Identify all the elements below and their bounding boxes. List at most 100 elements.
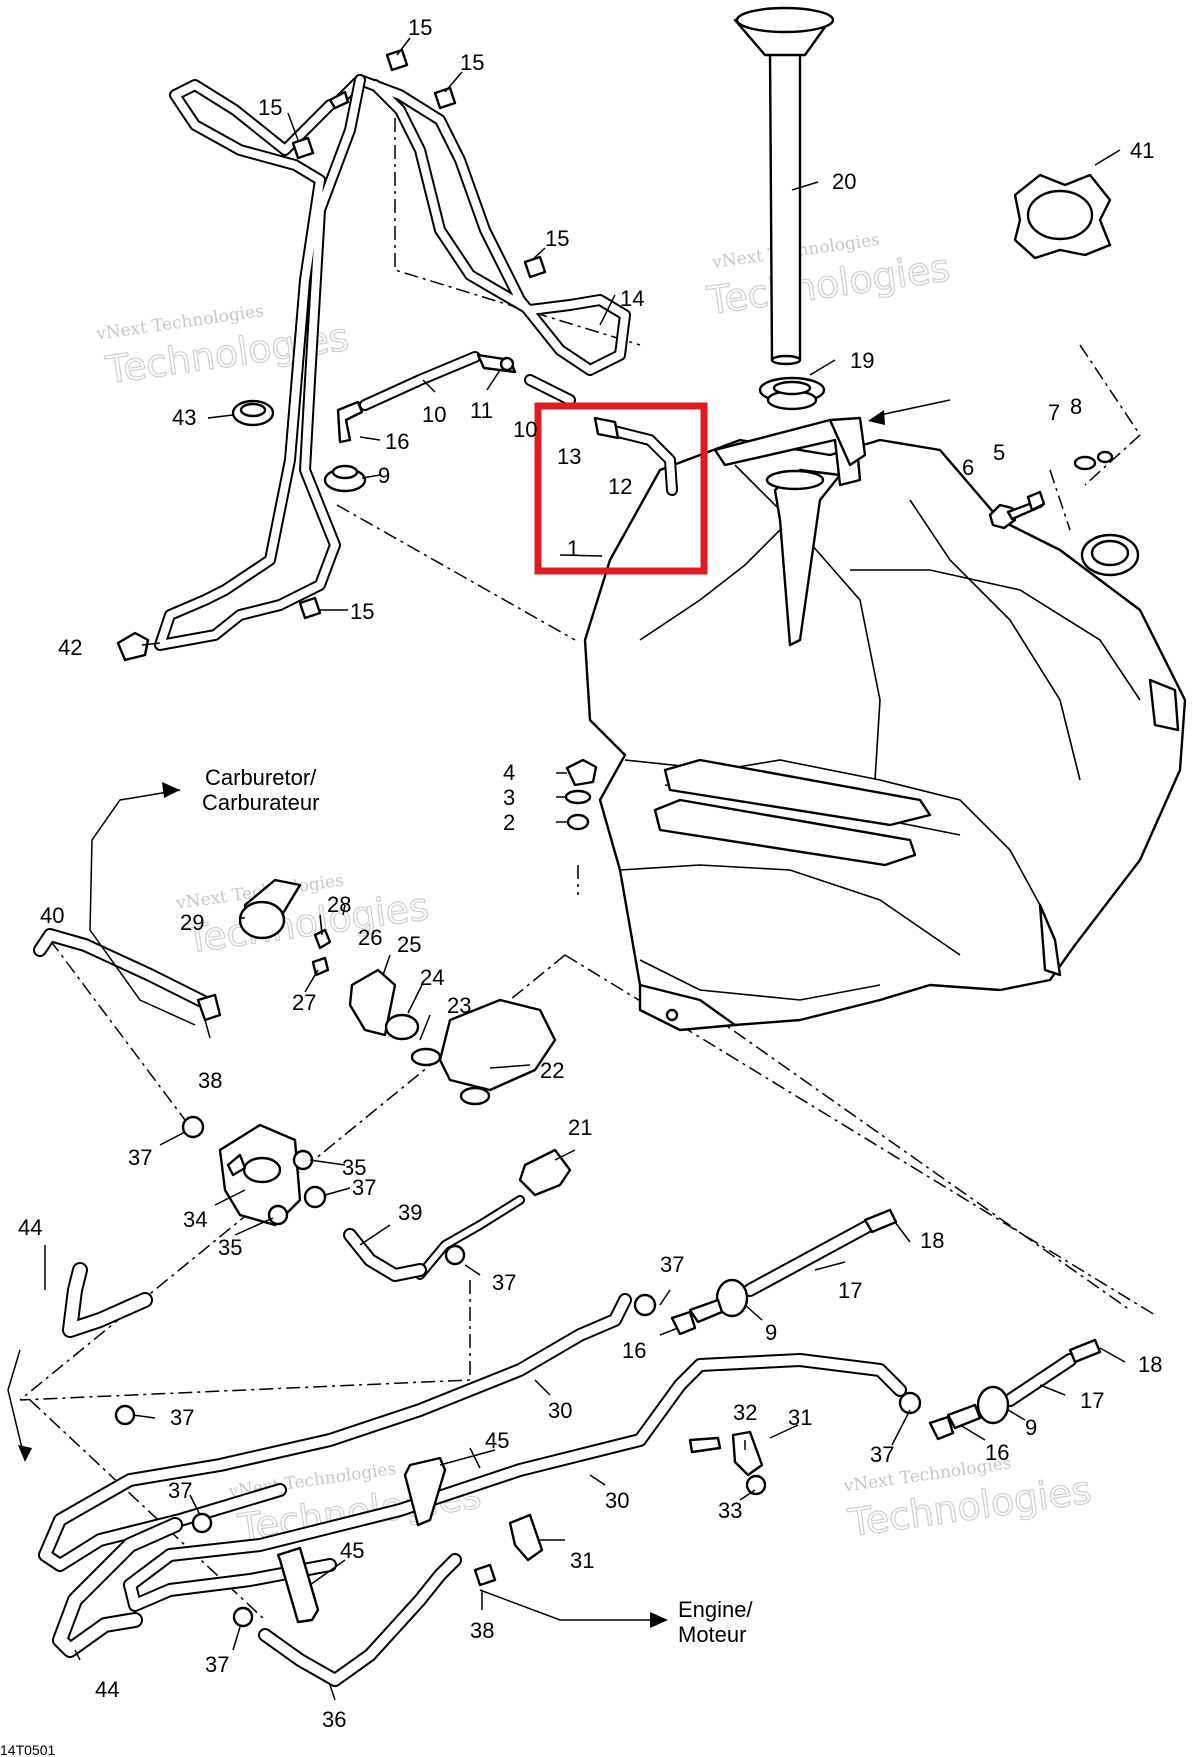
- callout-45: 45: [340, 1538, 364, 1563]
- callout-2: 2: [503, 810, 515, 835]
- primer-line[interactable]: [343, 1148, 572, 1282]
- callout-43: 43: [172, 405, 196, 430]
- callout-19: 19: [850, 348, 874, 373]
- callout-8: 8: [1070, 394, 1082, 419]
- callout-35: 35: [218, 1235, 242, 1260]
- callout-21: 21: [568, 1115, 592, 1140]
- callout-31: 31: [788, 1405, 812, 1430]
- callout-37: 37: [492, 1270, 516, 1295]
- callout-26: 26: [358, 925, 382, 950]
- callout-31: 31: [570, 1548, 594, 1573]
- callout-4: 4: [503, 760, 515, 785]
- callout-16: 16: [622, 1338, 646, 1363]
- callout-44: 44: [18, 1215, 42, 1240]
- callout-27: 27: [292, 990, 316, 1015]
- carburetor-label-line1: Carburetor/: [205, 765, 317, 790]
- return-hose[interactable]: [52, 1262, 183, 1658]
- callout-30: 30: [548, 1398, 572, 1423]
- vent-hose[interactable]: [154, 74, 631, 651]
- callout-35: 35: [342, 1155, 366, 1180]
- leader-lines: [44, 37, 1126, 1701]
- callout-37: 37: [168, 1478, 192, 1503]
- callout-34: 34: [183, 1207, 207, 1232]
- callout-24: 24: [420, 965, 444, 990]
- fuel-pickup-right-upper[interactable]: [633, 1208, 898, 1336]
- callout-28: 28: [327, 892, 351, 917]
- hose-clips: [291, 48, 547, 620]
- vent-clamp[interactable]: [231, 399, 275, 427]
- callout-23: 23: [447, 993, 471, 1018]
- callout-3: 3: [503, 785, 515, 810]
- callout-45: 45: [485, 1428, 509, 1453]
- callout-6: 6: [962, 455, 974, 480]
- callout-32: 32: [733, 1400, 757, 1425]
- callout-13: 13: [557, 444, 581, 469]
- callout-15: 15: [408, 15, 432, 40]
- callout-37: 37: [870, 1442, 894, 1467]
- callout-9: 9: [765, 1320, 777, 1345]
- callout-36: 36: [322, 1707, 346, 1732]
- text-labels: Carburetor/ Carburateur Engine/ Moteur 1…: [0, 765, 754, 1757]
- engine-feed-hose[interactable]: [258, 1553, 462, 1687]
- carburetor-label-line2: Carburateur: [202, 790, 319, 815]
- callout-10: 10: [422, 402, 446, 427]
- callout-37: 37: [128, 1145, 152, 1170]
- callout-5: 5: [993, 440, 1005, 465]
- clamps: [114, 1404, 497, 1628]
- engine-label-line1: Engine/: [678, 1597, 754, 1622]
- callout-22: 22: [540, 1058, 564, 1083]
- callout-11: 11: [470, 398, 493, 423]
- fuel-supply-line[interactable]: [38, 1293, 907, 1612]
- callout-33: 33: [718, 1498, 742, 1523]
- callout-9: 9: [1025, 1415, 1037, 1440]
- callout-39: 39: [398, 1200, 422, 1225]
- callout-18: 18: [920, 1228, 944, 1253]
- callout-25: 25: [397, 932, 421, 957]
- vent-line-assembly[interactable]: [323, 351, 576, 493]
- callout-37: 37: [660, 1252, 684, 1277]
- tank-mounting-hardware: [564, 758, 598, 831]
- tank-fasteners: [988, 450, 1114, 530]
- callout-38: 38: [198, 1068, 222, 1093]
- drawing-code: 14T0501: [0, 1742, 55, 1757]
- callout-14: 14: [620, 286, 644, 311]
- callout-15: 15: [350, 599, 374, 624]
- tank-vent-elbow[interactable]: [593, 416, 678, 496]
- callout-15: 15: [460, 50, 484, 75]
- callout-38: 38: [470, 1618, 494, 1643]
- callout-17: 17: [838, 1278, 862, 1303]
- callout-29: 29: [180, 910, 204, 935]
- fuel-tank[interactable]: [583, 416, 1187, 1032]
- callout-7: 7: [1048, 400, 1060, 425]
- callout-16: 16: [985, 1440, 1009, 1465]
- vent-cap[interactable]: [116, 631, 150, 662]
- callout-10: 10: [513, 417, 537, 442]
- callout-44: 44: [95, 1677, 119, 1702]
- callout-42: 42: [58, 635, 82, 660]
- callout-37: 37: [205, 1652, 229, 1677]
- filler-grommet[interactable]: [758, 376, 826, 411]
- callout-37: 37: [352, 1175, 376, 1200]
- fuel-pump[interactable]: [181, 1115, 327, 1227]
- callout-15: 15: [258, 95, 282, 120]
- callout-9: 9: [378, 463, 390, 488]
- callout-15: 15: [545, 226, 569, 251]
- callout-18: 18: [1138, 1352, 1162, 1377]
- carburetor-hose[interactable]: [33, 928, 222, 1022]
- callout-41: 41: [1130, 138, 1154, 163]
- callout-37: 37: [170, 1405, 194, 1430]
- filler-tube[interactable]: [733, 6, 835, 366]
- fuel-pickup-right-lower[interactable]: [898, 1338, 1102, 1441]
- callout-30: 30: [605, 1488, 629, 1513]
- flow-arrows: [7, 399, 951, 1628]
- callout-17: 17: [1080, 1388, 1104, 1413]
- callouts: 15 15 15 15 15 14 20 41 19 7 8 5 6 43 42…: [18, 15, 1162, 1732]
- callout-40: 40: [40, 903, 64, 928]
- callout-20: 20: [832, 169, 856, 194]
- fuel-sender-assembly[interactable]: [238, 878, 557, 1106]
- tank-straps[interactable]: [276, 1430, 767, 1624]
- callout-1: 1: [567, 536, 579, 561]
- fuel-cap[interactable]: [1013, 173, 1112, 260]
- highlight-box: [534, 402, 708, 575]
